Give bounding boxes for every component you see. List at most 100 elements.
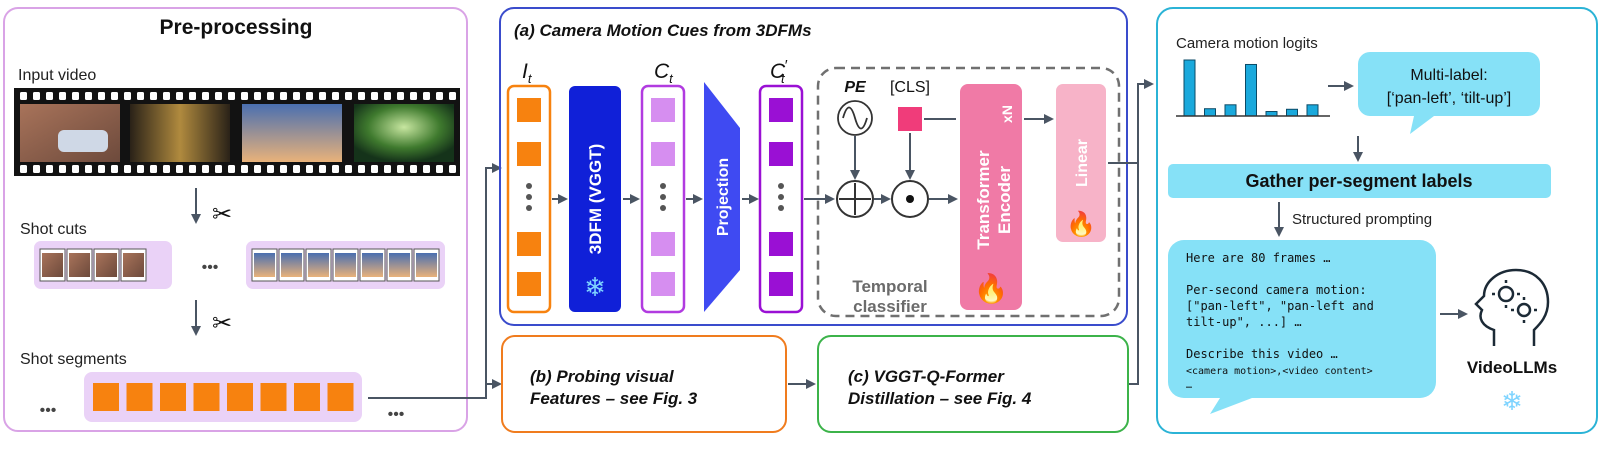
gather-box — [1168, 164, 1551, 198]
frame-forest-scene — [354, 104, 454, 162]
linear-block — [1056, 84, 1106, 242]
scissors-icon: ✂ — [212, 201, 232, 228]
scissors-icon-2: ✂ — [212, 310, 232, 337]
segment-block — [93, 383, 119, 411]
film-perforation — [306, 92, 313, 100]
film-perforation — [124, 92, 131, 100]
film-perforation — [371, 92, 378, 100]
film-perforation — [137, 92, 144, 100]
panel-b-line1: (b) Probing visual — [530, 367, 675, 386]
film-perforation — [436, 92, 443, 100]
logit-bar — [1183, 59, 1196, 117]
film-perforation — [254, 92, 261, 100]
shot-cuts-label: Shot cuts — [20, 221, 87, 238]
prompt-line-6: <camera motion>,<video content> — [1186, 366, 1373, 377]
film-perforation — [46, 165, 53, 173]
it-label: It — [522, 60, 533, 86]
snowflake-icon: ❄ — [584, 272, 606, 302]
film-perforation — [241, 165, 248, 173]
prompt-bubble — [1168, 240, 1436, 414]
film-strip — [14, 88, 460, 176]
frame-hallway-scene — [130, 104, 230, 162]
multilabel-title: Multi-label: — [1410, 67, 1487, 84]
shot-segments-label: Shot segments — [20, 351, 127, 368]
segment-block — [126, 383, 153, 411]
film-perforation — [98, 165, 105, 173]
ct-token-3 — [651, 232, 675, 256]
prompt-line-7: … — [1186, 380, 1192, 391]
shot-segment-group — [84, 372, 362, 422]
structured-prompting-label: Structured prompting — [1292, 211, 1432, 228]
panel-b-line2: Features – see Fig. 3 — [530, 389, 698, 408]
shot-thumbnail-image — [308, 253, 329, 277]
ctp-token-4 — [769, 272, 793, 296]
preprocessing-title: Pre-processing — [160, 16, 313, 39]
ctp-token-2 — [769, 142, 793, 166]
film-perforation — [111, 165, 118, 173]
it-token-1 — [517, 98, 541, 122]
segment-block — [227, 383, 253, 411]
input-video-label: Input video — [18, 67, 96, 84]
panel-c-line1: (c) VGGT-Q-Former — [848, 367, 1005, 386]
film-perforation — [423, 92, 430, 100]
shot-thumbnail-image — [335, 253, 356, 277]
film-perforation — [59, 92, 66, 100]
ctp-label: C′t — [770, 57, 788, 86]
ct-label: Ct — [654, 60, 674, 86]
projection-block — [704, 82, 740, 312]
film-perforation — [85, 165, 92, 173]
film-perforation — [267, 92, 274, 100]
gather-label: Gather per-segment labels — [1245, 171, 1472, 191]
segment-block — [160, 383, 186, 411]
film-perforation — [189, 165, 196, 173]
preprocessing-panel — [3, 7, 468, 432]
film-perforation — [371, 165, 378, 173]
xn-label: xN — [999, 105, 1015, 123]
film-perforation — [189, 92, 196, 100]
film-perforation — [176, 165, 183, 173]
film-perforation — [85, 92, 92, 100]
film-perforation — [215, 165, 222, 173]
panel-a — [499, 7, 1128, 326]
film-perforation — [345, 92, 352, 100]
it-token-4 — [517, 272, 541, 296]
film-perforation — [423, 165, 430, 173]
prompt-line-5: Describe this video … — [1186, 347, 1338, 361]
shot-cut-frames-2 — [251, 248, 440, 282]
shot-thumbnail-image — [416, 253, 437, 277]
frame-sky-scene — [242, 104, 342, 162]
film-perforation — [202, 92, 209, 100]
car-shape — [58, 130, 108, 152]
film-perforation — [20, 165, 27, 173]
film-perforation — [267, 165, 274, 173]
arrow-panel-c-to-logits — [1128, 163, 1139, 385]
ct-token-1 — [651, 98, 675, 122]
transformer-label-2: Encoder — [995, 166, 1014, 234]
logit-bar — [1245, 63, 1257, 117]
film-perforation — [59, 165, 66, 173]
shot-thumbnail-image — [96, 253, 117, 277]
shot-cut-frames-1 — [39, 248, 147, 282]
film-perforation — [33, 165, 40, 173]
logit-bar — [1224, 104, 1237, 117]
film-perforation — [72, 92, 79, 100]
cls-label: [CLS] — [890, 79, 930, 96]
film-perforation — [163, 92, 170, 100]
film-perforation — [280, 92, 287, 100]
film-perforation — [280, 165, 287, 173]
film-perforation — [137, 165, 144, 173]
right-panel — [1156, 7, 1598, 434]
segment-block — [294, 383, 320, 411]
videollms-label: VideoLLMs — [1467, 358, 1557, 377]
ct-token-2 — [651, 142, 675, 166]
film-perforation — [358, 165, 365, 173]
pe-label: PE — [844, 79, 867, 96]
prompt-line-3: ["pan-left", "pan-left and — [1186, 299, 1374, 313]
film-perforation — [397, 92, 404, 100]
film-perforation — [228, 92, 235, 100]
film-perforation — [241, 92, 248, 100]
shot-thumbnail-image — [123, 253, 144, 277]
head-gears-icon — [1474, 268, 1550, 346]
ct-token-4 — [651, 272, 675, 296]
film-perforation — [410, 92, 417, 100]
